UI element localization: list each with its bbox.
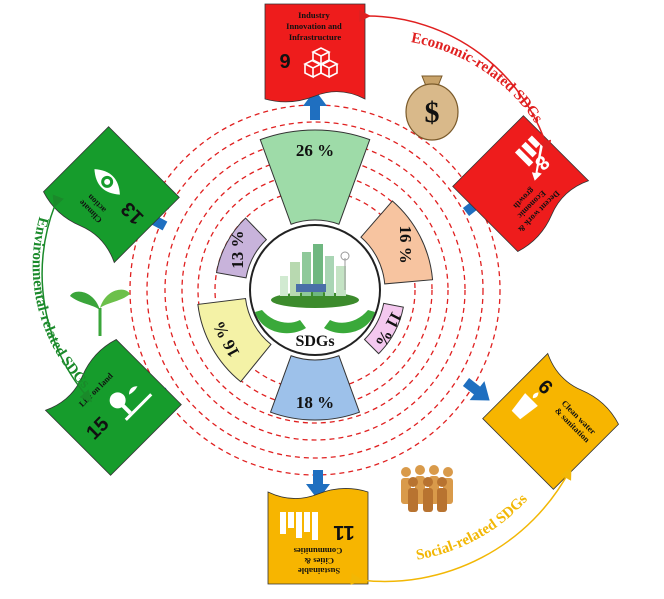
center-label: SDGs <box>295 333 334 350</box>
goal-9-number: 9 <box>279 51 290 73</box>
arrow-to-goal-6 <box>462 378 490 401</box>
segment-label-0: 26 % <box>296 141 334 160</box>
segment-5 <box>215 217 268 279</box>
segment-1 <box>360 200 434 285</box>
svg-text:$: $ <box>425 96 440 129</box>
arrow-to-goal-11 <box>306 470 330 500</box>
segment-label-1: 16 % <box>396 225 415 263</box>
hands-icon <box>255 310 375 334</box>
goal-card-9: Industry Innovation and Infrastructure 9 <box>264 3 366 103</box>
category-social: Social-related SDGs <box>350 467 572 585</box>
goal-11-title: Sustainable Cities & Communities <box>293 546 342 576</box>
environmental-label: Environmental-related SDGs <box>29 215 93 391</box>
arrow-to-goal-9 <box>303 90 327 120</box>
cubes-icon <box>303 47 339 79</box>
segment-3 <box>269 355 361 421</box>
money-bag-icon: $ <box>405 75 459 141</box>
segment-2 <box>363 302 404 355</box>
tree-bird-icon <box>109 386 153 421</box>
center-circle: SDGs <box>249 224 381 356</box>
segment-label-5: 13 % <box>228 231 247 269</box>
goal-9-title: Industry Innovation and Infrastructure <box>286 10 344 42</box>
city-icon <box>271 244 359 308</box>
water-glass-icon <box>511 392 539 420</box>
goal-card-6: Clean water & sanitation 6 <box>482 352 619 490</box>
people-group-icon <box>401 465 453 512</box>
goal-card-8: Decent work & Economic growth 8 <box>452 115 590 252</box>
eye-earth-icon <box>94 169 120 195</box>
goal-11-number: 11 <box>333 521 354 543</box>
goal-card-13: Climate action 13 <box>43 126 180 264</box>
segment-label-3: 18 % <box>296 393 334 412</box>
city-buildings-icon <box>280 512 318 540</box>
goal-card-11: Sustainable Cities & Communities 11 <box>267 488 369 585</box>
segment-4 <box>197 297 272 383</box>
sprout-icon <box>70 289 130 336</box>
